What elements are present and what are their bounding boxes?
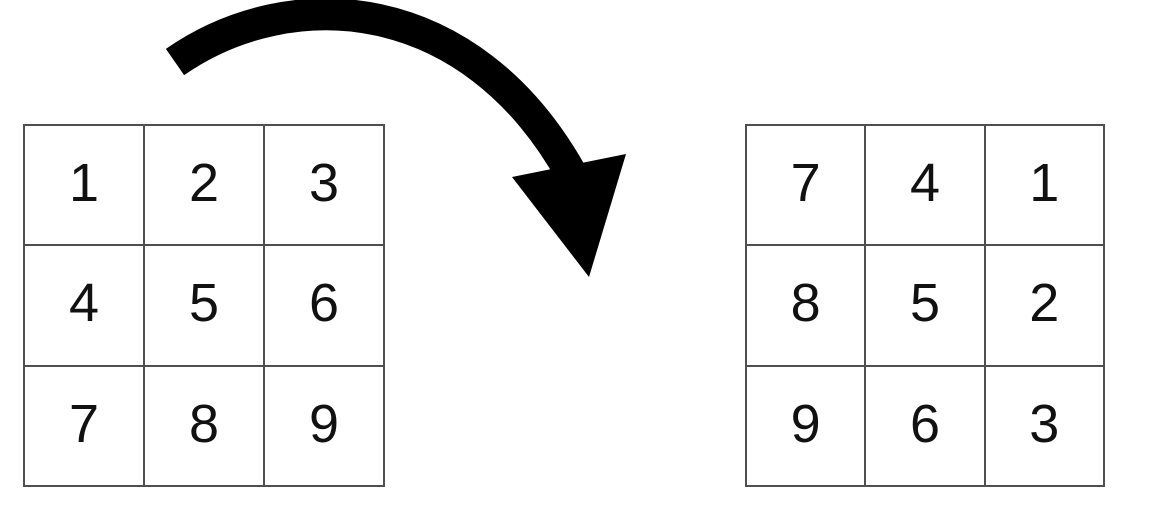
- grid-cell: 9: [746, 365, 866, 486]
- grid-cell: 6: [865, 365, 985, 486]
- grid-cell: 8: [746, 245, 866, 366]
- grid-cell: 9: [264, 365, 384, 486]
- grid-cell: 4: [24, 245, 144, 366]
- arrow-head: [512, 154, 626, 277]
- grid-cell: 8: [144, 365, 264, 486]
- grid-cell: 7: [24, 365, 144, 486]
- grid-cell: 2: [144, 125, 264, 246]
- grid-cell: 5: [144, 245, 264, 366]
- grid-cell: 6: [264, 245, 384, 366]
- rotated-grid: 7 4 1 8 5 2 9 6 3: [745, 124, 1105, 487]
- grid-cell: 1: [984, 125, 1104, 246]
- grid-cell: 4: [865, 125, 985, 246]
- grid-cell: 7: [746, 125, 866, 246]
- grid-cell: 2: [984, 245, 1104, 366]
- grid-cell: 3: [984, 365, 1104, 486]
- grid-cell: 1: [24, 125, 144, 246]
- original-grid: 1 2 3 4 5 6 7 8 9: [23, 124, 385, 487]
- grid-cell: 5: [865, 245, 985, 366]
- grid-cell: 3: [264, 125, 384, 246]
